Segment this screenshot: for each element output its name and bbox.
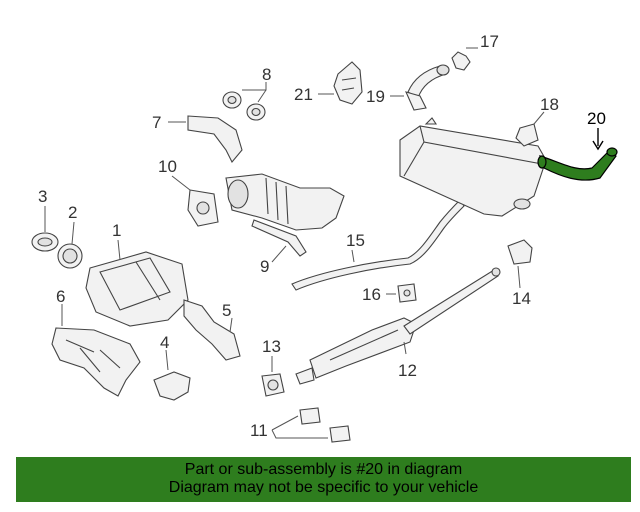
callout-20: 20	[587, 109, 606, 128]
banner-line-2: Diagram may not be specific to your vehi…	[168, 479, 479, 496]
exhaust-parts-diagram: 17 19 21 8 7 10	[31, 32, 618, 443]
callout-9: 9	[260, 257, 269, 276]
info-banner: Part or sub-assembly is #20 in diagram D…	[16, 457, 631, 502]
part-16-hanger[interactable]	[386, 283, 417, 303]
part-9-bracket[interactable]	[251, 219, 307, 263]
part-10-gasket[interactable]	[171, 175, 219, 227]
part-5-shield[interactable]	[183, 299, 241, 361]
part-11-hangers[interactable]	[271, 407, 351, 443]
banner-line-1: Part or sub-assembly is #20 in diagram	[184, 461, 463, 478]
part-catalytic-converter[interactable]	[225, 173, 345, 231]
part-8-isolators[interactable]	[222, 82, 267, 121]
part-18-hanger[interactable]	[515, 111, 545, 147]
callout-21: 21	[294, 85, 313, 104]
part-17-clamp[interactable]	[451, 47, 478, 71]
callout-10: 10	[158, 157, 177, 176]
part-21-heat-shield[interactable]	[318, 61, 363, 105]
callout-19: 19	[366, 87, 385, 106]
callout-13: 13	[262, 337, 281, 356]
part-4-bracket[interactable]	[153, 349, 191, 401]
callout-1: 1	[112, 221, 121, 240]
callout-16: 16	[362, 285, 381, 304]
callout-6: 6	[56, 287, 65, 306]
part-14-hanger[interactable]	[507, 239, 533, 289]
callout-8: 8	[262, 65, 271, 84]
callout-4: 4	[160, 333, 169, 352]
part-15-pipe[interactable]	[291, 199, 465, 291]
part-12-resonator[interactable]	[295, 267, 501, 385]
part-3-clamp[interactable]	[31, 206, 59, 252]
callout-2: 2	[68, 203, 77, 222]
part-muffler[interactable]	[399, 117, 547, 217]
part-20-tailpipe-highlighted[interactable]	[537, 128, 618, 181]
callout-3: 3	[38, 187, 47, 206]
part-7-bracket[interactable]	[168, 115, 243, 163]
callout-12: 12	[398, 361, 417, 380]
callout-18: 18	[540, 95, 559, 114]
part-19-pipe[interactable]	[390, 64, 450, 111]
part-13-gasket[interactable]	[261, 356, 285, 397]
callout-17: 17	[480, 32, 499, 51]
callout-14: 14	[512, 289, 531, 308]
part-1-turbocharger[interactable]	[85, 239, 189, 327]
callout-5: 5	[222, 301, 231, 320]
callout-15: 15	[346, 231, 365, 250]
part-2-gasket[interactable]	[57, 221, 83, 269]
part-6-manifold[interactable]	[51, 304, 141, 397]
callout-11: 11	[250, 421, 268, 440]
callout-7: 7	[152, 113, 161, 132]
